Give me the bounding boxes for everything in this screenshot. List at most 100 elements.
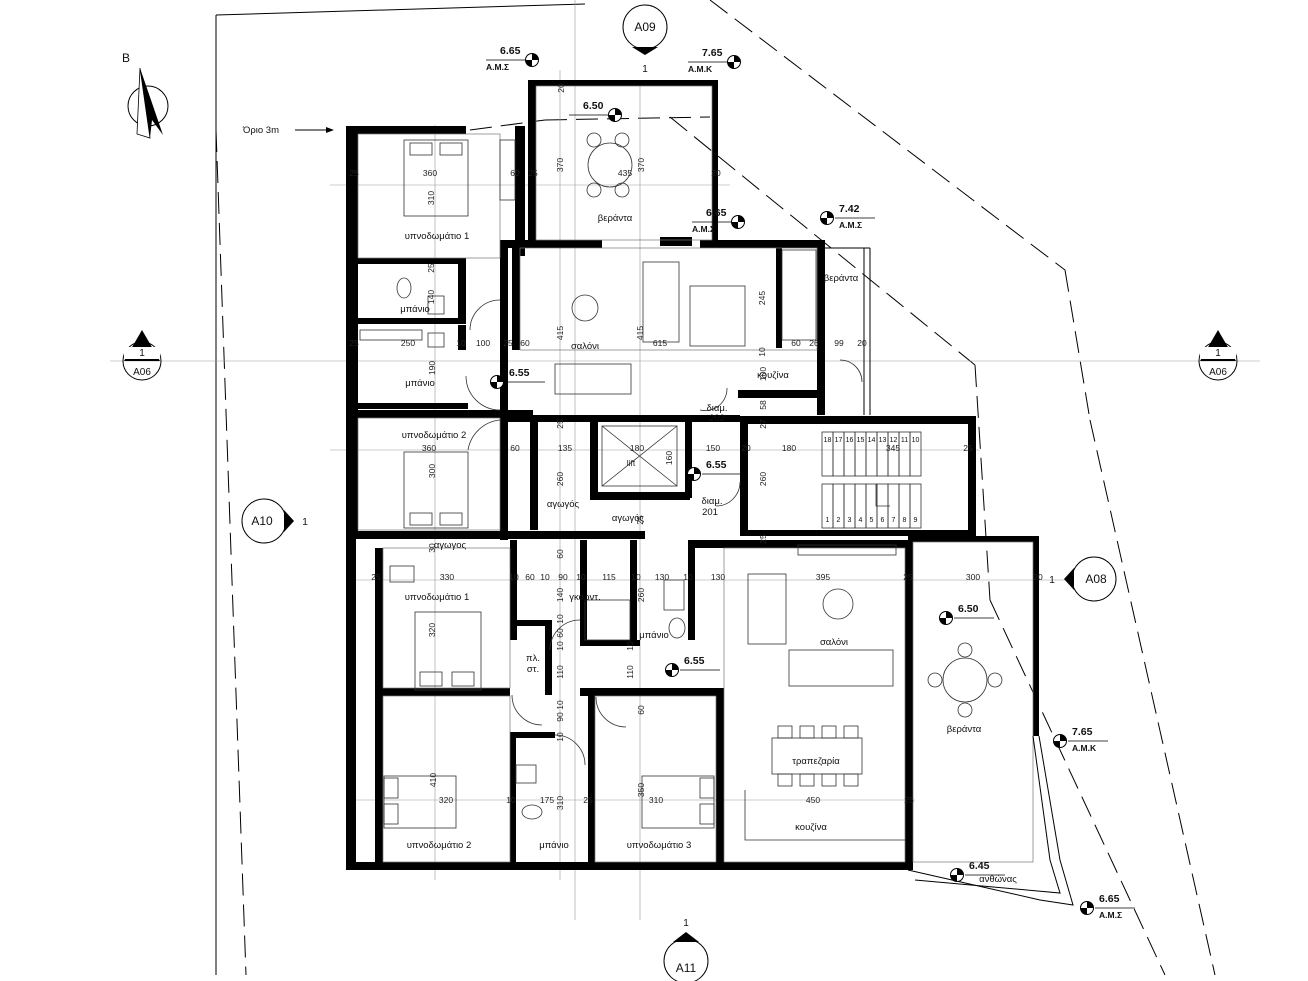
room-labels-upper: υπνοδωμάτιο 1 μπάνιο μπάνιο υπνοδωμάτιο …	[400, 213, 858, 524]
sofa-icon	[554, 363, 632, 395]
dimension-label: 140	[555, 588, 565, 602]
room-label-kitchen: κουζίνα	[757, 370, 789, 381]
dimension-label: 25	[349, 168, 359, 178]
level-value: 6.55	[509, 367, 530, 379]
level-sub: Α.Μ.Σ	[692, 224, 715, 234]
level-value: 6.55	[706, 459, 727, 471]
dimension-label: 60	[510, 443, 520, 453]
level-marker: 6.50	[939, 603, 994, 625]
dimension-label: 10	[683, 572, 693, 582]
dimension-label: 10	[555, 732, 565, 742]
sink-icon	[515, 764, 537, 784]
dimension-label: 135	[558, 443, 572, 453]
lift-icon	[601, 425, 678, 487]
dimension-label: 410	[428, 773, 438, 787]
section-mark-A11: 1 A11	[663, 918, 709, 981]
level-marker: 6.55	[665, 655, 720, 677]
dimension-label: 310	[649, 795, 663, 805]
dimension-label: 26	[809, 338, 819, 348]
room-label-dining: τραπεζαρία	[792, 756, 840, 767]
dimension-label: 10	[456, 338, 466, 348]
dimension-label: 310	[426, 191, 436, 205]
room-label-bath-2: μπάνιο	[539, 840, 569, 851]
level-marker: 7.42Α.Μ.Σ	[820, 203, 875, 230]
level-marker: 6.65Α.Μ.Σ	[1080, 893, 1135, 920]
sink-icon	[663, 579, 685, 611]
stair-step-number: 14	[868, 437, 876, 444]
dimension-label: 10	[506, 795, 516, 805]
dimension-label: 60	[525, 572, 535, 582]
room-labels-lower: αγωγος υπνοδωμάτιο 1 γκαρντ. μπάνιο σαλό…	[405, 540, 1018, 885]
dimension-label: 10	[540, 572, 550, 582]
sofa-icon	[788, 649, 894, 687]
dimension-label: 435	[618, 168, 632, 178]
dimension-label: 20	[1033, 572, 1043, 582]
dimension-label: 415	[635, 326, 645, 340]
stair-step-number: 11	[901, 437, 908, 444]
stair-step-number: 12	[890, 437, 898, 444]
dimension-label: 25	[349, 338, 359, 348]
level-value: 6.50	[583, 100, 604, 112]
section-mark-id: A11	[676, 961, 697, 975]
dimension-label: 20	[556, 83, 566, 93]
wall-details	[357, 85, 1074, 906]
level-sub: Α.Μ.Κ	[1072, 743, 1097, 753]
section-mark-num: 1	[1215, 348, 1221, 359]
dimension-label: 10	[576, 572, 586, 582]
dimension-label: 25	[528, 168, 538, 178]
dimension-label: 10	[625, 641, 635, 651]
room-label-duct-2: αγωγός	[612, 513, 645, 524]
dimension-label: 180	[630, 443, 644, 453]
section-mark-A06-left: 1 A06	[122, 330, 162, 381]
dimension-label: 360	[423, 168, 437, 178]
section-mark-id: A06	[133, 367, 151, 378]
room-label-corridor-202: διαμ.	[706, 403, 727, 414]
dimension-label: 395	[816, 572, 830, 582]
dimension-label: 60	[636, 705, 646, 715]
sofa-icon	[642, 261, 680, 343]
stair-step-number: 16	[846, 437, 854, 444]
dimension-label: 25	[555, 419, 565, 429]
dimension-label: 10	[509, 572, 519, 582]
dimension-label: 25	[583, 795, 593, 805]
dimension-label: 60	[520, 338, 530, 348]
plot-boundary	[215, 0, 1216, 976]
dimension-label: 25	[963, 443, 973, 453]
section-mark-A09: A09 1	[622, 4, 668, 75]
room-label-living: σαλόνι	[571, 341, 599, 352]
section-mark-num: 1	[683, 918, 689, 929]
level-value: 6.65	[1099, 893, 1120, 905]
section-mark-id: A10	[251, 514, 273, 528]
dimension-label: 90	[558, 572, 568, 582]
room-label-corridor-202-num: 202	[709, 413, 725, 424]
stair-step-number: 10	[912, 437, 920, 444]
room-label-bedroom-2: υπνοδωμάτιο 2	[407, 840, 472, 851]
dimension-label: 615	[653, 338, 667, 348]
section-mark-A06-right: 1 A06	[1198, 330, 1238, 381]
dimension-label: 330	[440, 572, 454, 582]
dimension-label: 25	[635, 515, 645, 525]
section-mark-A10: A10 1	[241, 498, 308, 544]
dimension-label: 370	[636, 158, 646, 172]
level-marker: 7.65Α.Μ.Κ	[1053, 726, 1108, 753]
level-marker: 6.45	[950, 860, 1005, 882]
stair-step-number: 13	[879, 437, 887, 444]
bed-icon	[383, 775, 457, 829]
stair-step-number: 15	[857, 437, 865, 444]
room-label-duct-3: αγωγος	[434, 540, 467, 551]
dimension-label: 99	[834, 338, 844, 348]
dimension-label: 20	[711, 168, 721, 178]
level-sub: Α.Μ.Σ	[1099, 910, 1122, 920]
stair-step-number: 2	[837, 517, 841, 524]
stair-step-number: 3	[848, 517, 852, 524]
walls	[346, 80, 1039, 870]
dimension-label: 130	[711, 572, 725, 582]
section-mark-num: 1	[139, 348, 145, 359]
section-mark-num: 1	[642, 64, 648, 75]
stair-step-number: 1	[826, 517, 830, 524]
dimension-label: 60	[510, 168, 520, 178]
toilet-icon	[396, 277, 412, 299]
